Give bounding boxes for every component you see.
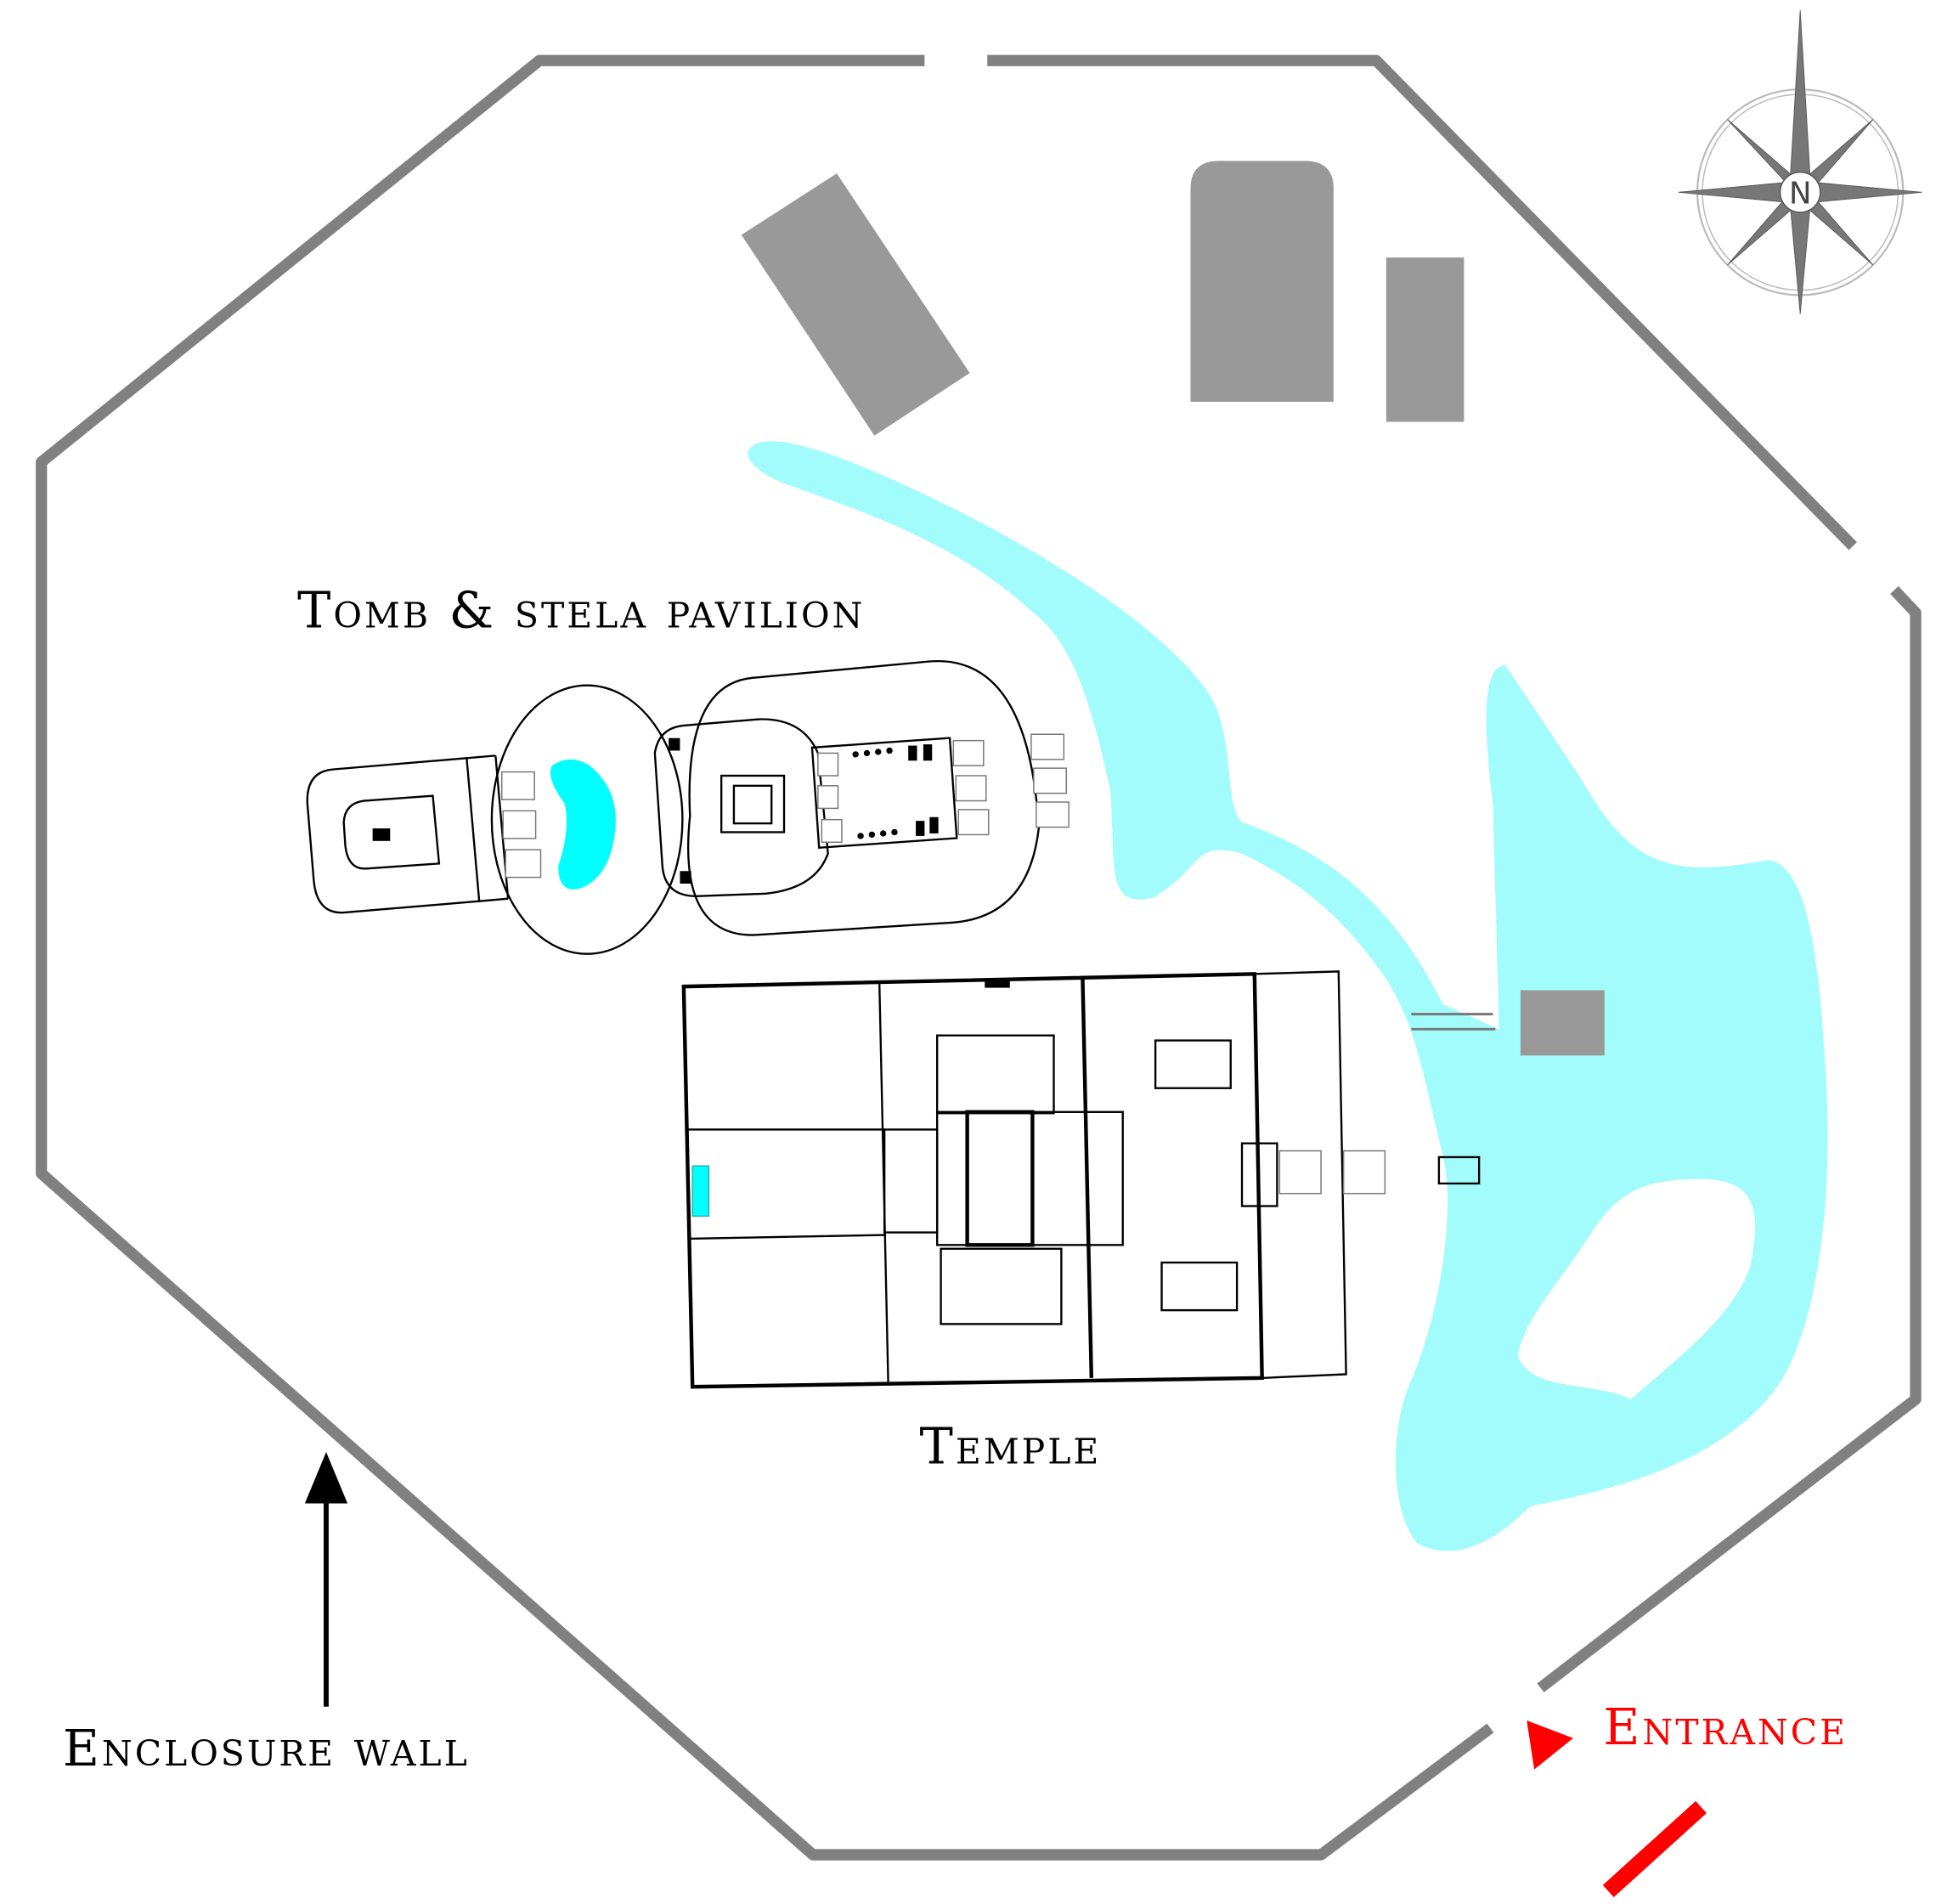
outbuildings	[741, 161, 1605, 1056]
building-water	[1520, 990, 1605, 1056]
compass-rose-icon: N	[1678, 10, 1922, 314]
building-rounded	[1190, 161, 1334, 402]
tomb-stela-pavilion-plan	[306, 659, 1069, 955]
temple-label: Temple	[919, 1416, 1101, 1475]
north-label: N	[1789, 177, 1812, 212]
water-body	[748, 441, 1828, 1551]
building-small	[1385, 257, 1464, 422]
temple-plan	[681, 970, 1481, 1389]
entrance-gate-marker	[1602, 1800, 1707, 1898]
triangle-right-icon	[1527, 1720, 1573, 1770]
enclosure-wall	[36, 54, 1922, 1861]
arrow-up-icon	[304, 1452, 348, 1707]
entrance-label: Entrance	[1603, 1698, 1848, 1756]
tomb-label: Tomb & stela pavilion	[297, 581, 865, 640]
enclosure-label: Enclosure wall	[63, 1719, 470, 1777]
building-rotated	[741, 173, 970, 436]
